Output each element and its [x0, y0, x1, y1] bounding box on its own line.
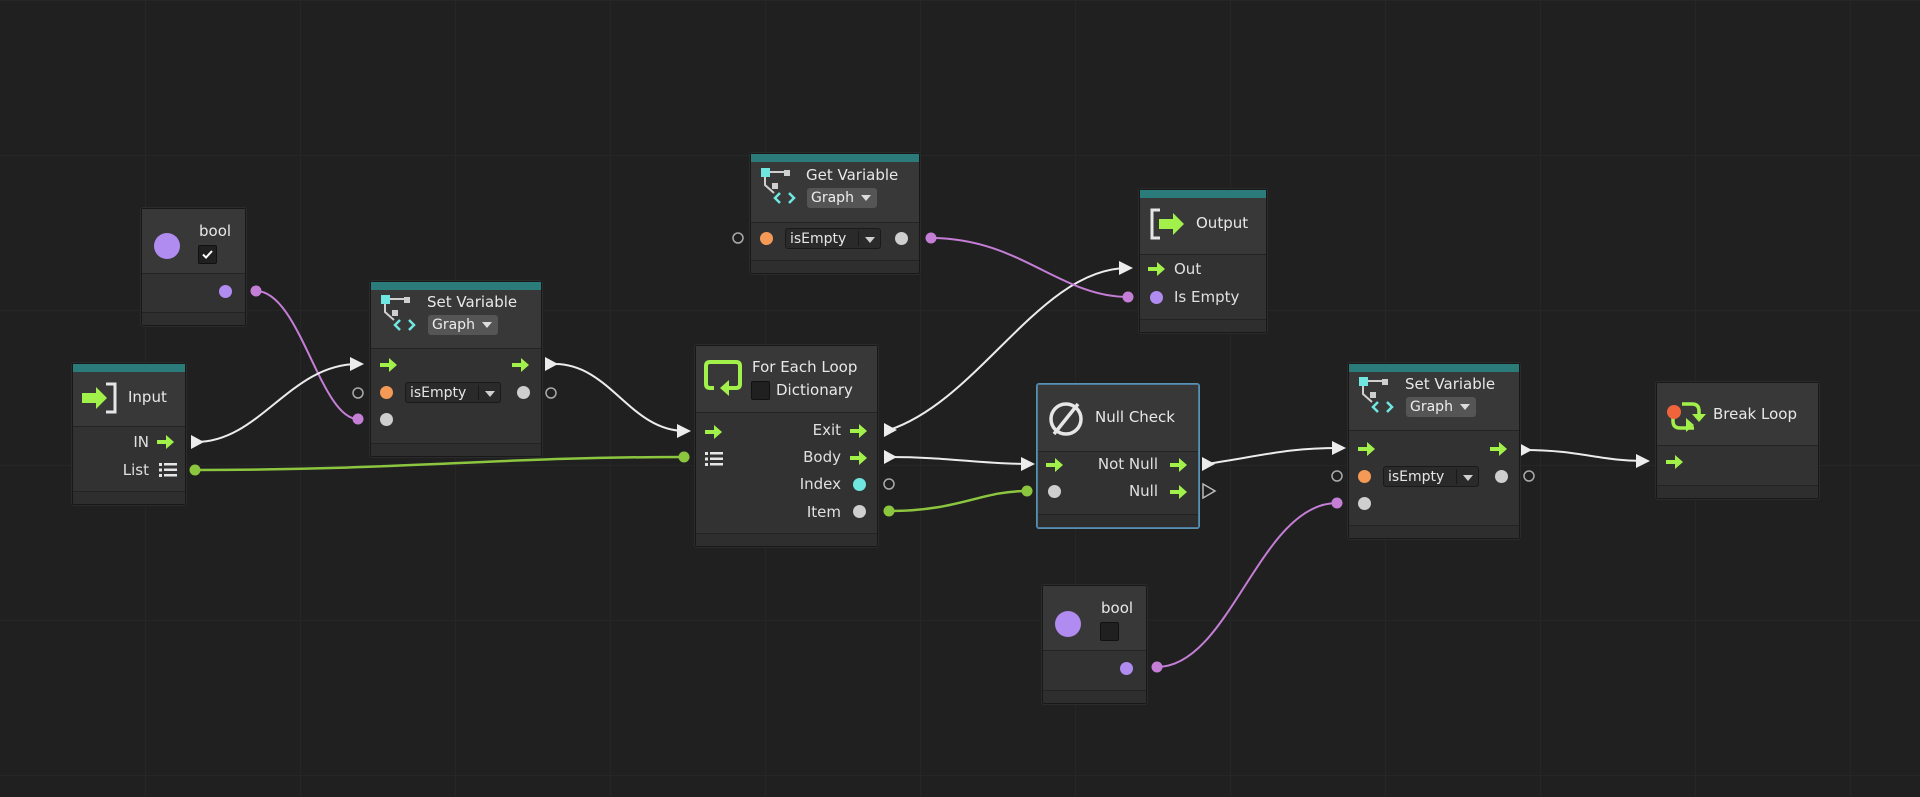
index-output-port[interactable] — [853, 478, 866, 491]
scope-value: Graph — [432, 317, 475, 333]
variable-name-port[interactable] — [380, 386, 393, 399]
get-variable-node[interactable]: Get Variable Graph isEmpty — [750, 153, 920, 274]
wire-bool-to-setvar1[interactable] — [255, 290, 359, 420]
variable-tree-icon — [1359, 377, 1394, 413]
flow-output-arrow-icon[interactable] — [850, 424, 868, 438]
value-input-port[interactable] — [380, 413, 393, 426]
flow-input-arrow-icon[interactable] — [1666, 455, 1684, 469]
flow-input-arrow-icon[interactable] — [1046, 458, 1064, 472]
flow-output-arrow-icon[interactable] — [850, 451, 868, 465]
port-label-body: Body — [803, 448, 841, 466]
bool-output-port[interactable] — [1120, 662, 1133, 675]
wire-bool2-to-setvar2[interactable] — [1156, 502, 1338, 668]
wire-notnull-to-setvar2[interactable] — [1206, 447, 1341, 465]
port-label-list: List — [122, 461, 149, 479]
flow-output-arrow-icon[interactable] — [1170, 485, 1188, 499]
flow-output-arrow-icon[interactable] — [512, 358, 530, 372]
input-node[interactable]: Input IN List — [72, 363, 186, 505]
dictionary-label: Dictionary — [776, 381, 853, 399]
scope-dropdown[interactable]: Graph — [428, 315, 498, 335]
port-label-item: Item — [806, 503, 841, 521]
is-empty-input-port[interactable] — [1150, 291, 1163, 304]
null-check-node[interactable]: Null Check Not Null Null — [1037, 384, 1199, 528]
port-label-in: IN — [133, 433, 149, 451]
variable-tree-icon — [761, 168, 796, 204]
port-label-index: Index — [799, 475, 841, 493]
wire-foreach-exit-to-output[interactable] — [888, 267, 1129, 431]
node-title: For Each Loop — [752, 358, 858, 376]
node-title: bool — [1101, 599, 1134, 617]
port-label-out: Out — [1174, 260, 1202, 278]
wire-setvar1-to-foreach[interactable] — [554, 363, 686, 432]
port-label-exit: Exit — [812, 421, 841, 439]
value-output-port[interactable] — [895, 232, 908, 245]
variable-name-dropdown[interactable]: isEmpty — [785, 228, 881, 249]
flow-output-arrow-icon[interactable] — [1170, 458, 1188, 472]
variable-name-value: isEmpty — [790, 231, 847, 247]
port-label-is-empty: Is Empty — [1174, 288, 1240, 306]
port-label-null: Null — [1128, 482, 1158, 500]
node-title: Null Check — [1095, 408, 1175, 426]
wire-setvar2-to-breakloop[interactable] — [1523, 449, 1646, 462]
node-title: Set Variable — [427, 293, 518, 311]
wire-input-to-setvar1[interactable] — [195, 363, 359, 443]
bool-type-icon — [154, 233, 180, 259]
flow-input-arrow-icon[interactable] — [380, 358, 398, 372]
break-loop-node[interactable]: Break Loop — [1656, 382, 1819, 499]
variable-name-dropdown[interactable]: isEmpty — [405, 382, 501, 403]
null-symbol-icon — [1049, 402, 1083, 436]
variable-name-port[interactable] — [1358, 470, 1371, 483]
break-loop-icon — [1667, 402, 1706, 432]
port-label-not-null: Not Null — [1097, 455, 1158, 473]
set-variable-node-1[interactable]: Set Variable Graph isEmpty — [370, 281, 542, 457]
node-title: Input — [128, 388, 167, 406]
wire-foreach-item-to-nullcheck[interactable] — [888, 489, 1028, 513]
bool-type-icon — [1055, 611, 1081, 637]
node-title: bool — [199, 222, 232, 240]
variable-name-value: isEmpty — [410, 385, 467, 401]
node-title: Get Variable — [806, 166, 899, 184]
variable-tree-icon — [381, 295, 416, 331]
value-input-port[interactable] — [1358, 497, 1371, 510]
bool-output-port[interactable] — [219, 285, 232, 298]
bool-literal-node-top[interactable]: bool — [141, 208, 246, 326]
variable-name-dropdown[interactable]: isEmpty — [1383, 466, 1479, 487]
flow-output-arrow-icon[interactable] — [157, 435, 175, 449]
flow-input-arrow-icon[interactable] — [1358, 442, 1376, 456]
node-title: Set Variable — [1405, 375, 1496, 393]
list-icon[interactable] — [705, 451, 723, 467]
scope-value: Graph — [1410, 399, 1453, 415]
bool-literal-node-bottom[interactable]: bool — [1042, 585, 1147, 704]
node-title: Output — [1196, 214, 1249, 232]
value-output-port[interactable] — [1495, 470, 1508, 483]
scope-value: Graph — [811, 190, 854, 206]
flow-output-arrow-icon[interactable] — [1490, 442, 1508, 456]
enter-arrow-icon — [82, 382, 117, 414]
loop-icon — [704, 360, 742, 396]
wire-getvar-to-output[interactable] — [930, 237, 1129, 298]
wire-foreach-body-to-nullcheck[interactable] — [888, 456, 1031, 465]
exit-arrow-icon — [1150, 208, 1184, 240]
variable-name-port[interactable] — [760, 232, 773, 245]
scope-dropdown[interactable]: Graph — [1406, 397, 1476, 417]
value-output-port[interactable] — [517, 386, 530, 399]
bool-checkbox-unchecked[interactable] — [1100, 622, 1119, 641]
flow-input-arrow-icon[interactable] — [1148, 262, 1166, 276]
node-title: Break Loop — [1713, 405, 1797, 423]
output-node[interactable]: Output Out Is Empty — [1139, 189, 1267, 333]
flow-input-arrow-icon[interactable] — [705, 425, 723, 439]
for-each-loop-node[interactable]: For Each Loop Dictionary Exit Body Index… — [695, 345, 878, 547]
wire-list-to-foreach[interactable] — [194, 455, 685, 472]
value-input-port[interactable] — [1048, 485, 1061, 498]
item-output-port[interactable] — [853, 505, 866, 518]
list-icon[interactable] — [159, 462, 177, 478]
dictionary-checkbox[interactable] — [751, 381, 770, 400]
bool-checkbox-checked[interactable] — [198, 245, 217, 264]
scope-dropdown[interactable]: Graph — [807, 188, 877, 208]
set-variable-node-2[interactable]: Set Variable Graph isEmpty — [1348, 363, 1520, 539]
variable-name-value: isEmpty — [1388, 469, 1445, 485]
